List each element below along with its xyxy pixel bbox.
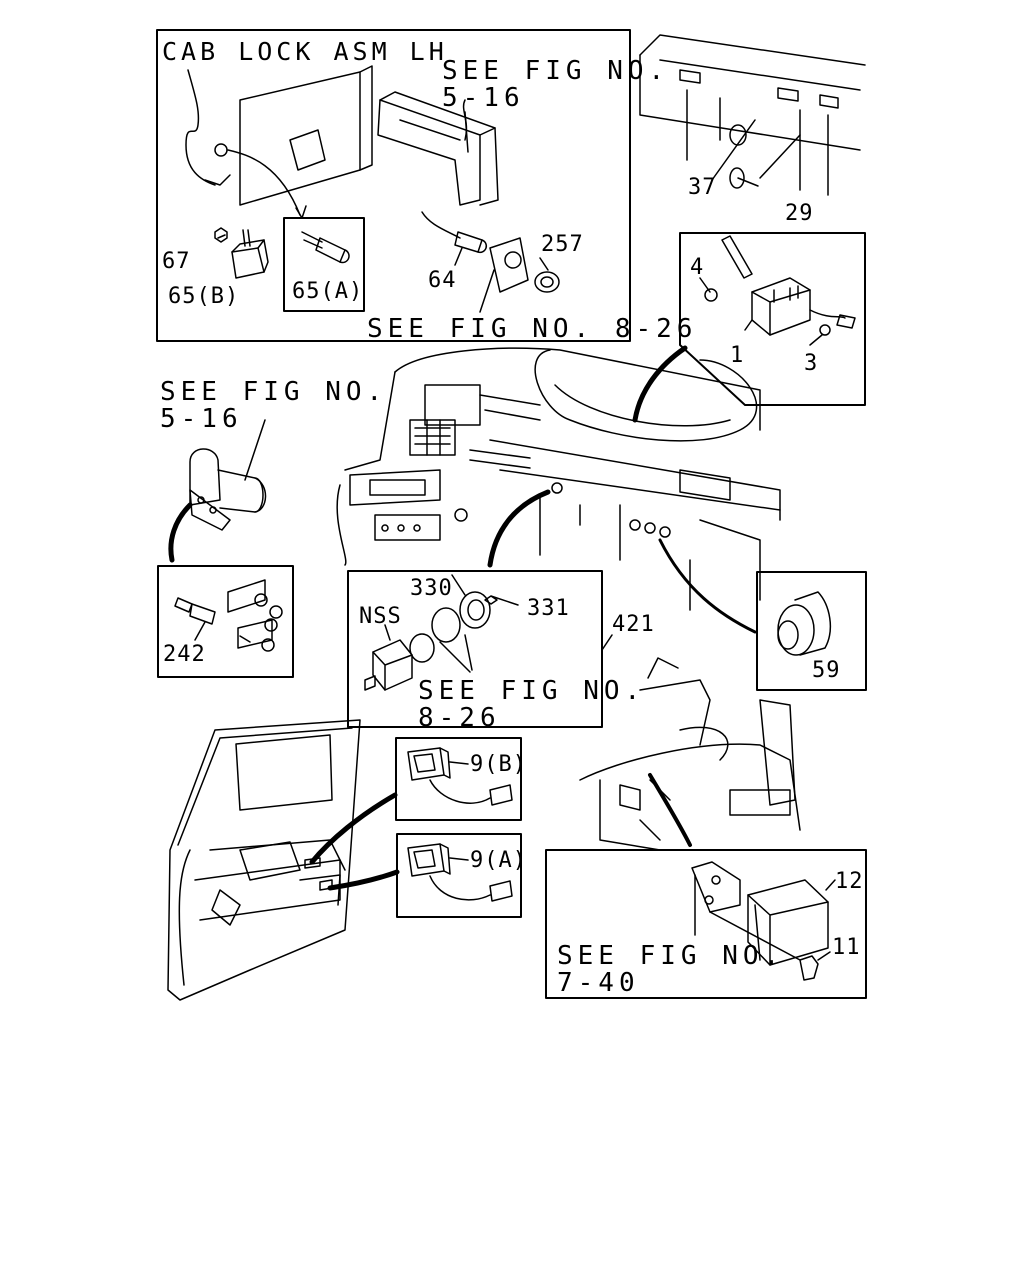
label-9a: 9(A) xyxy=(470,848,527,873)
callout-curve-59 xyxy=(658,538,757,634)
label-37: 37 xyxy=(688,175,717,200)
label-65a: 65(A) xyxy=(292,279,364,304)
cab-interior-icon xyxy=(579,657,801,851)
leader-421 xyxy=(601,634,613,651)
switch-9b-box xyxy=(395,737,522,821)
label-421: 421 xyxy=(612,612,655,637)
cab-lock-title: CAB LOCK ASM LH xyxy=(162,37,448,66)
see-fig-8-26-mid: SEE FIG NO. 8-26 xyxy=(418,676,646,733)
label-3: 3 xyxy=(804,351,819,376)
upper-dash-panel-icon xyxy=(639,34,866,196)
see-fig-7-40: SEE FIG NO. 7-40 xyxy=(557,941,785,998)
power-window-switch-b-icon xyxy=(407,747,513,806)
control-unit-box xyxy=(545,849,867,999)
callout-curve-socket xyxy=(487,489,551,568)
label-64: 64 xyxy=(428,268,457,293)
control-unit-icon xyxy=(691,861,836,981)
callout-curve-motor xyxy=(168,502,193,563)
label-242: 242 xyxy=(163,642,206,667)
label-67: 67 xyxy=(162,249,191,274)
label-330: 330 xyxy=(410,576,453,601)
leader-lines-top xyxy=(217,111,549,313)
callout-curve-ecu xyxy=(648,773,692,847)
label-65b: 65(B) xyxy=(168,284,240,309)
socket-connector-icon xyxy=(174,579,283,652)
toggle-switch-icon xyxy=(214,227,269,279)
label-59: 59 xyxy=(812,658,841,683)
combination-switch-icon xyxy=(699,235,856,346)
see-fig-8-26-top: SEE FIG NO. 8-26 xyxy=(367,314,698,344)
connector-64-icon xyxy=(421,211,560,293)
gear-motor-icon xyxy=(189,419,267,531)
label-9b: 9(B) xyxy=(470,752,527,777)
label-4: 4 xyxy=(690,255,705,280)
switch-9a-box xyxy=(396,833,522,918)
relay-icon xyxy=(364,574,519,691)
label-257: 257 xyxy=(541,232,584,257)
label-nss: NSS xyxy=(359,604,402,629)
door-panel-icon xyxy=(167,719,361,1001)
callout-curve-9a xyxy=(327,869,400,891)
part-59-box xyxy=(756,571,867,691)
combo-switch-box xyxy=(679,232,866,406)
label-12: 12 xyxy=(835,869,864,894)
connector-plug-icon xyxy=(301,231,350,264)
connector-65a-box xyxy=(283,217,365,312)
cab-lock-cable-icon xyxy=(185,65,373,219)
bracket-5-16-icon xyxy=(377,91,499,206)
callout-curve-9b xyxy=(309,792,398,865)
callout-curve-combo xyxy=(632,345,688,423)
see-fig-5-16-top: SEE FIG NO. 5-16 xyxy=(442,56,670,113)
see-fig-5-16-left: SEE FIG NO. 5-16 xyxy=(160,377,388,434)
dashboard-icon xyxy=(336,347,781,611)
power-window-switch-a-icon xyxy=(407,843,513,902)
label-331: 331 xyxy=(527,596,570,621)
label-29: 29 xyxy=(785,201,814,226)
label-11: 11 xyxy=(832,935,861,960)
knob-59-icon xyxy=(777,591,832,656)
label-1: 1 xyxy=(730,343,745,368)
socket-242-box xyxy=(157,565,294,678)
cab-lock-box xyxy=(156,29,631,342)
